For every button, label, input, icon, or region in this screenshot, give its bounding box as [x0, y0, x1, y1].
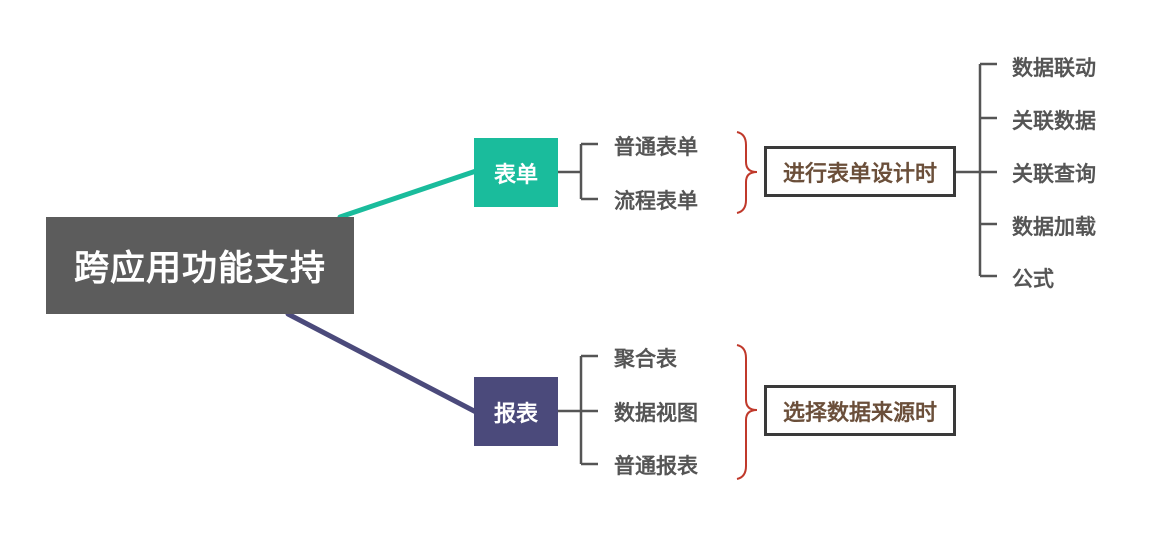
- bracket-form-items: [558, 142, 598, 201]
- brace-report: [736, 344, 758, 480]
- connector-root-form: [337, 168, 479, 220]
- feature-related-data: 关联数据: [1012, 109, 1096, 133]
- feature-related-query: 关联查询: [1012, 162, 1096, 186]
- feature-data-loading: 数据加载: [1012, 215, 1096, 239]
- condition-form-design: 进行表单设计时: [764, 146, 956, 197]
- connector-root-report: [285, 311, 479, 415]
- feature-data-linkage: 数据联动: [1012, 56, 1096, 80]
- brace-form: [736, 131, 758, 214]
- report-item-aggregate: 聚合表: [614, 347, 677, 371]
- condition-data-source: 选择数据来源时: [764, 385, 956, 436]
- branch-form: 表单: [474, 138, 558, 207]
- form-item-normal: 普通表单: [614, 135, 698, 159]
- bracket-report-items: [558, 354, 598, 466]
- report-item-normal: 普通报表: [614, 454, 698, 478]
- branch-report: 报表: [474, 377, 558, 446]
- form-item-process: 流程表单: [614, 189, 698, 213]
- root-node: 跨应用功能支持: [46, 217, 354, 314]
- bracket-features: [956, 62, 997, 278]
- feature-formula: 公式: [1012, 267, 1054, 291]
- report-item-dataview: 数据视图: [614, 401, 698, 425]
